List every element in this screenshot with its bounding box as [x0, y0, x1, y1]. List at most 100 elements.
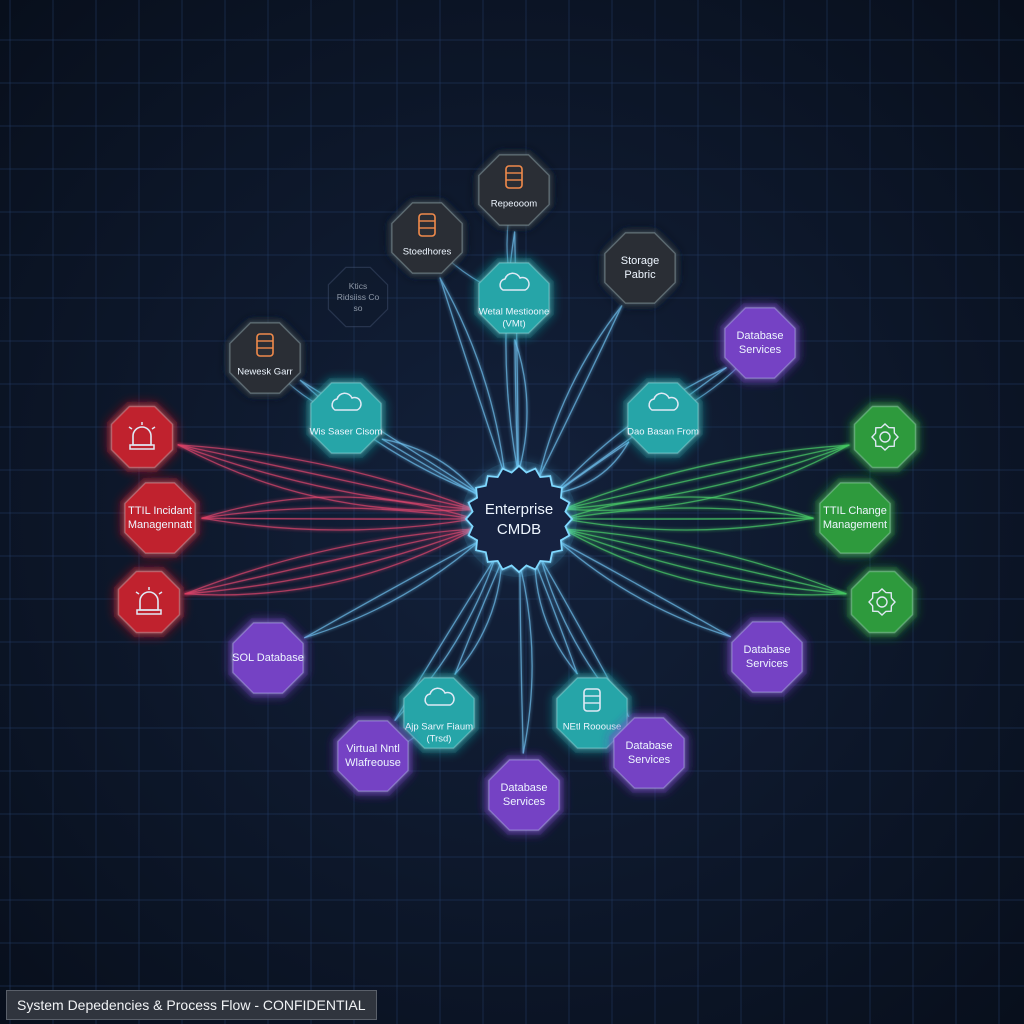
dependency-edge [439, 277, 506, 477]
node-storefronts[interactable]: Stoedhores [387, 198, 467, 278]
node-change-gear-2[interactable] [846, 566, 918, 638]
node-shape [337, 720, 409, 792]
node-label: Virtual Nntl [346, 743, 400, 755]
node-shape [850, 570, 914, 634]
dependency-edge [534, 560, 578, 675]
footer-caption: System Depedencies & Process Flow - CONF… [6, 990, 377, 1020]
node-label: Services [628, 754, 671, 766]
node-virtual-machine[interactable]: Wetal Mestioone(VMt) [474, 258, 554, 338]
dependency-edge [563, 496, 814, 520]
node-sql-database[interactable]: SOL Database [228, 618, 308, 698]
node-network-resource[interactable]: NEtl Rooouse [552, 673, 632, 753]
dependency-edge [201, 517, 475, 531]
dependency-edge [514, 339, 519, 475]
dependency-edge [177, 444, 476, 511]
center-node-label-line1: Enterprise [485, 501, 553, 518]
node-web-server-cluster[interactable]: Wis Saser Cisom [306, 378, 386, 458]
node-shape [124, 482, 196, 554]
node-shape [627, 382, 699, 454]
node-label: SOL Database [232, 652, 304, 664]
center-node-shape [464, 464, 574, 574]
dependency-edge [519, 563, 524, 754]
dependency-edge [562, 528, 847, 595]
node-repository[interactable]: Repeooom [474, 150, 554, 230]
node-shape [613, 717, 685, 789]
node-label: Database [736, 330, 783, 342]
cloud-icon [648, 392, 679, 411]
node-shape [853, 405, 917, 469]
dependency-edge [562, 528, 847, 595]
node-change-gear-1[interactable] [849, 401, 921, 473]
node-incident-alarm-2[interactable] [113, 566, 185, 638]
node-label: Wis Saser Cisom [310, 427, 383, 438]
dependency-edge [519, 563, 533, 754]
cloud-icon [499, 272, 530, 291]
node-label: Pabric [624, 269, 656, 281]
node-label: Storage [621, 255, 660, 267]
dependency-edge [184, 528, 476, 595]
dependency-edge [177, 444, 476, 511]
node-label: Managennatt [128, 519, 192, 531]
node-shape [117, 570, 181, 634]
server-icon [418, 213, 436, 237]
node-incident-alarm-1[interactable] [106, 401, 178, 473]
node-label: Dao Basan From [627, 427, 699, 438]
node-app-server-farm[interactable]: Ajp Sarvr Fiaum(Trsd) [399, 673, 479, 753]
dependency-edge [563, 507, 814, 520]
node-shape [556, 677, 628, 749]
dependency-edge [514, 339, 528, 475]
node-label: Database [625, 740, 672, 752]
dependency-edge [562, 444, 850, 510]
gear-icon [871, 423, 899, 451]
node-shape [478, 262, 550, 334]
dependency-edge [439, 277, 506, 477]
node-label: (Trsd) [427, 734, 452, 745]
alarm-icon [128, 422, 156, 450]
cloud-icon [424, 687, 455, 706]
node-label: Services [746, 658, 789, 670]
dependency-edge [304, 540, 481, 639]
node-label: Newesk Garr [237, 367, 292, 378]
node-label: Wetal Mestioone [479, 307, 550, 318]
node-label: TTIL Incidant [128, 505, 192, 517]
node-shape [229, 322, 301, 394]
center-node-label-line2: CMDB [497, 521, 541, 538]
node-data-broker-farm[interactable]: Dao Basan From [623, 378, 703, 458]
node-label: Ajp Sarvr Fiaum [405, 722, 473, 733]
dependency-edge [304, 540, 481, 639]
node-shape [110, 405, 174, 469]
node-shape [731, 621, 803, 693]
node-shape [724, 307, 796, 379]
dependency-edge [557, 540, 731, 638]
node-label: Repeooom [491, 199, 538, 210]
node-label: Stoedhores [403, 247, 452, 258]
dependency-edge [557, 540, 731, 638]
node-network-gear[interactable]: Newesk Garr [225, 318, 305, 398]
node-label: TTIL Change [823, 505, 887, 517]
server-icon [505, 165, 523, 189]
dependency-edge [537, 305, 623, 480]
node-label: (VMt) [502, 319, 525, 330]
cloud-icon [331, 392, 362, 411]
node-label: Database [743, 644, 790, 656]
node-shape [604, 232, 676, 304]
server-icon [583, 688, 601, 712]
node-shape [819, 482, 891, 554]
node-label: Management [823, 519, 887, 531]
dependency-edge [562, 444, 850, 510]
dependency-edge [184, 528, 476, 596]
dependency-edge [537, 305, 623, 480]
dependency-edge [184, 528, 476, 595]
